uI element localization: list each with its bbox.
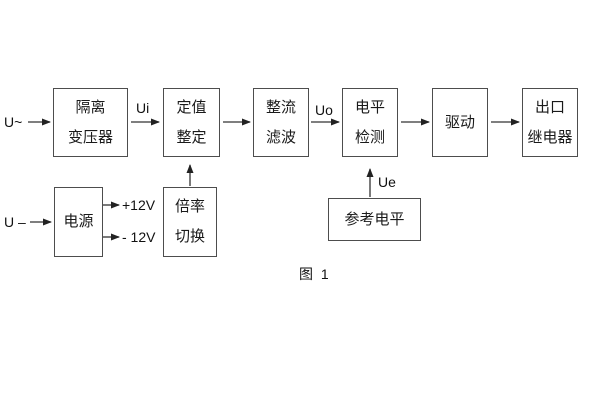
block-label: 电源 bbox=[63, 213, 94, 230]
block-label: 出口 bbox=[534, 98, 565, 116]
block-output-relay: 出口 继电器 bbox=[522, 88, 578, 157]
block-label: 参考电平 bbox=[344, 210, 405, 228]
signal-label-ac-input: U~ bbox=[4, 114, 23, 130]
signal-label-ui: Ui bbox=[136, 100, 150, 116]
block-label: 倍率 bbox=[174, 198, 205, 215]
block-label: 定值 bbox=[176, 98, 207, 116]
block-drive: 驱动 bbox=[432, 88, 488, 157]
block-label: 整定 bbox=[176, 128, 207, 146]
block-label: 变压器 bbox=[67, 128, 113, 146]
signal-label-minus12v: - 12V bbox=[122, 229, 156, 245]
block-label: 检测 bbox=[354, 128, 385, 146]
block-level-detect: 电平 检测 bbox=[342, 88, 398, 157]
block-label: 电平 bbox=[354, 98, 385, 116]
block-ratio-switch: 倍率 切换 bbox=[163, 187, 217, 257]
block-label: 切换 bbox=[174, 228, 205, 245]
block-label: 继电器 bbox=[527, 128, 573, 146]
signal-label-dc-input: U – bbox=[4, 214, 26, 230]
signal-label-ue: Ue bbox=[378, 174, 396, 190]
block-label: 驱动 bbox=[444, 113, 475, 131]
block-label: 隔离 bbox=[75, 98, 106, 116]
block-reference-level: 参考电平 bbox=[328, 198, 421, 241]
block-rectify-filter: 整流 滤波 bbox=[253, 88, 309, 157]
block-label: 滤波 bbox=[265, 128, 296, 146]
figure-caption: 图 1 bbox=[299, 266, 331, 282]
signal-label-uo: Uo bbox=[315, 102, 333, 118]
block-setting-adjust: 定值 整定 bbox=[163, 88, 220, 157]
block-label: 整流 bbox=[265, 98, 296, 116]
block-power-supply: 电源 bbox=[54, 187, 103, 257]
signal-label-plus12v: +12V bbox=[122, 197, 156, 213]
block-isolation-transformer: 隔离 变压器 bbox=[53, 88, 128, 157]
